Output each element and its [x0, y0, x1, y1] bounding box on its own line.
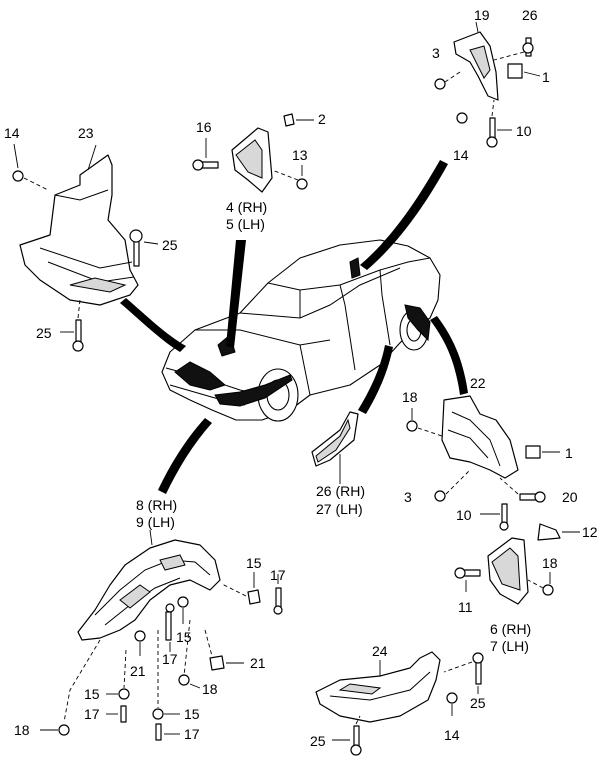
callout-17-a: 17: [270, 567, 286, 583]
callout-15-c: 15: [84, 686, 100, 702]
callout-15-d: 15: [184, 706, 200, 722]
rear-undercover-24: [315, 651, 484, 756]
callout-13: 13: [292, 147, 308, 163]
callout-10-rear: 10: [456, 507, 472, 523]
callout-10: 10: [516, 123, 532, 139]
mud-guard-rear-6-7: [454, 523, 580, 605]
callout-labels: 19 26 3 1 14 10 16 2 13 4 (RH) 5 (LH) 14…: [4, 7, 598, 749]
callout-18-rear: 18: [402, 389, 418, 405]
callout-15-a: 15: [246, 555, 262, 571]
leader-arrows: [120, 160, 468, 494]
callout-26-rh: 26 (RH): [316, 483, 365, 499]
callout-8-rh: 8 (RH): [136, 497, 177, 513]
callout-15-b: 15: [176, 629, 192, 645]
callout-2: 2: [318, 111, 326, 127]
callout-5-lh: 5 (LH): [226, 216, 265, 232]
callout-23: 23: [78, 125, 94, 141]
rear-wheel-guard-22: [406, 395, 560, 531]
callout-14-left: 14: [4, 125, 20, 141]
callout-18-bottom: 18: [14, 722, 30, 738]
callout-17-d: 17: [184, 726, 200, 742]
callout-20: 20: [562, 489, 578, 505]
callout-17-c: 17: [84, 706, 100, 722]
callout-25-left: 25: [36, 325, 52, 341]
mud-guard-front-4-5: [192, 113, 314, 193]
callout-18-mud: 18: [542, 555, 558, 571]
garnish-26-27: [311, 411, 359, 484]
callout-21-b: 21: [130, 663, 146, 679]
bracket-19: [434, 21, 541, 148]
callout-27-lh: 27 (LH): [316, 501, 363, 517]
callout-3: 3: [432, 45, 440, 61]
callout-1: 1: [542, 69, 550, 85]
car-illustration: [161, 239, 441, 422]
callout-26: 26: [522, 7, 538, 23]
callout-12: 12: [582, 524, 598, 540]
callout-1-rear: 1: [565, 445, 573, 461]
callout-11: 11: [458, 599, 473, 615]
callout-14-rear: 14: [444, 727, 460, 743]
callout-9-lh: 9 (LH): [136, 514, 175, 530]
callout-17-b: 17: [162, 651, 178, 667]
callout-14: 14: [453, 147, 469, 163]
callout-25-bottom: 25: [310, 733, 326, 749]
callout-6-rh: 6 (RH): [490, 621, 531, 637]
callout-21-a: 21: [250, 655, 266, 671]
callout-4-rh: 4 (RH): [226, 199, 267, 215]
front-undercover-23: [12, 143, 159, 352]
callout-3-rear: 3: [404, 489, 412, 505]
callout-16: 16: [196, 119, 212, 135]
callout-18-front: 18: [202, 681, 218, 697]
callout-25-rear: 25: [470, 695, 486, 711]
callout-7-lh: 7 (LH): [490, 638, 529, 654]
callout-19: 19: [474, 7, 490, 23]
front-wheel-guard-8-9: [40, 529, 283, 741]
callout-25-top: 25: [162, 237, 178, 253]
callout-24: 24: [372, 643, 388, 659]
callout-22: 22: [470, 375, 486, 391]
